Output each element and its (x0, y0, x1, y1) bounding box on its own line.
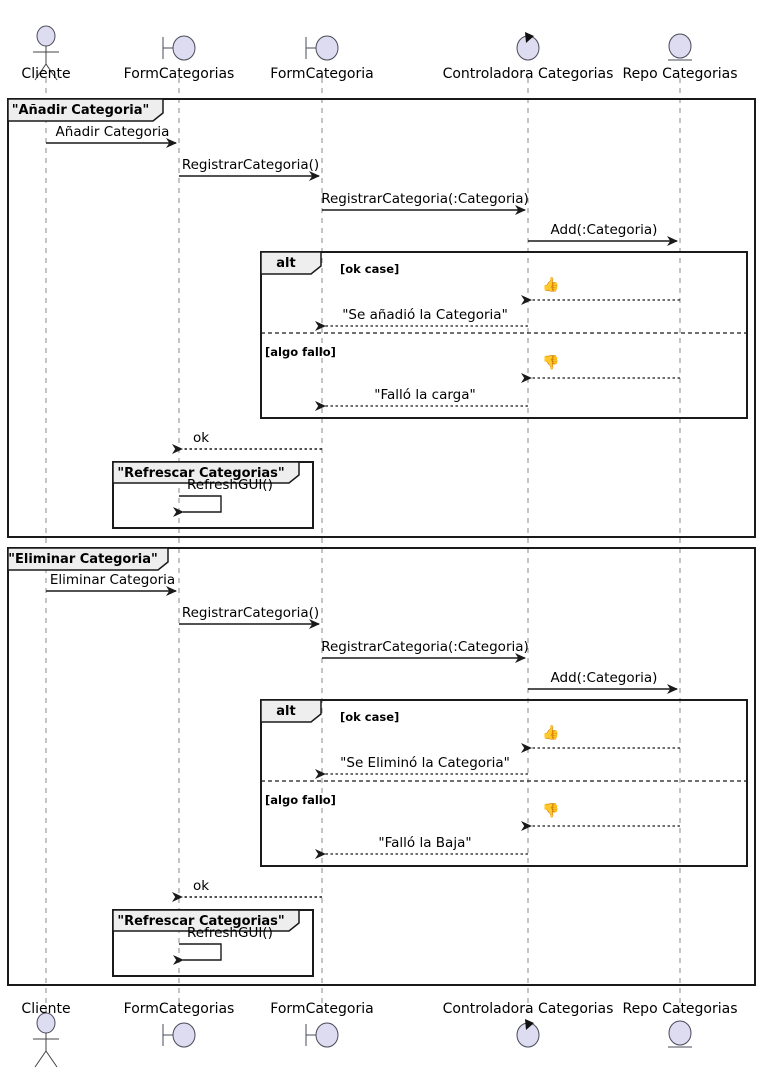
actor-head-icon (36, 25, 56, 47)
alt-eliminar-return-3-label: "Falló la Baja" (378, 835, 472, 851)
frag-anadir-message-0-label: Añadir Categoria (55, 124, 170, 140)
participant-footer-label-formcategoria: FormCategoria (270, 1001, 374, 1017)
alt-eliminar-title: alt (276, 704, 296, 719)
frag-eliminar-message-1-label: RegistrarCategoria() (181, 605, 320, 621)
participant-label-formcategoria: FormCategoria (270, 66, 374, 82)
actor-leg-left-line (34, 1050, 47, 1068)
frag-anadir-message-3-label: Add(:Categoria) (550, 222, 658, 238)
entity-icon-repo-foot (668, 1020, 692, 1048)
boundary-icon-formcategorias-foot (162, 1022, 196, 1048)
actor-leg-left-line (34, 63, 47, 81)
alt-eliminar-header-tab (260, 699, 322, 723)
control-icon-controladora-foot (516, 1019, 540, 1048)
boundary-circle-icon (315, 1022, 339, 1048)
frag-anadir-header-tab (7, 98, 164, 122)
frag-refrescar-2-self-line (173, 943, 222, 965)
participant-footer-label-controladora: Controladora Categorias (442, 1001, 614, 1017)
frag-refrescar-1-label: RefreshGUI() (187, 477, 273, 493)
participant-footer-label-formcategorias: FormCategorias (123, 1001, 235, 1017)
frag-eliminar-message-3-label: Add(:Categoria) (550, 670, 658, 686)
boundary-circle-icon (172, 1022, 196, 1048)
alt-anadir-guard-1: [algo fallo] (265, 345, 336, 359)
alt-anadir-return-1-label: "Se añadió la Categoria" (342, 307, 508, 323)
alt-eliminar-return-1-label: "Se Eliminó la Categoria" (340, 755, 510, 771)
alt-anadir-header-tab (260, 251, 322, 275)
frag-anadir-border (7, 98, 756, 538)
thumbs-down-icon: 👎 (542, 803, 560, 819)
frag-refrescar-2-header-tab (112, 909, 300, 932)
frag-refrescar-2-label: RefreshGUI() (187, 925, 273, 941)
frag-anadir-message-2-label: RegistrarCategoria(:Categoria) (321, 191, 529, 207)
frag-eliminar-message-0-label: Eliminar Categoria (49, 572, 176, 588)
frag-refrescar-2-title: "Refrescar Categorias" (117, 914, 285, 929)
actor-stick-figure-icon-cliente-head (33, 25, 59, 81)
actor-stick-figure-icon-cliente-foot (33, 1012, 59, 1068)
frag-refrescar-1-title: "Refrescar Categorias" (117, 466, 285, 481)
frag-refrescar-1-self-line (173, 495, 222, 517)
alt-eliminar-guard-1: [algo fallo] (265, 793, 336, 807)
thumbs-up-icon: 👍 (542, 277, 560, 293)
frag-eliminar-message-4-label: ok (193, 878, 210, 894)
entity-icon-repo-head (668, 33, 692, 61)
boundary-circle-icon (172, 35, 196, 61)
frag-eliminar-message-2-label: RegistrarCategoria(:Categoria) (321, 639, 529, 655)
alt-eliminar-guard-0: [ok case] (340, 710, 400, 724)
frag-anadir-title: "Añadir Categoria" (11, 103, 150, 118)
entity-circle-icon (668, 33, 692, 59)
frag-refrescar-1-header-tab (112, 461, 300, 484)
actor-leg-right-line (45, 1050, 58, 1068)
thumbs-down-icon: 👎 (542, 355, 560, 371)
entity-circle-icon (668, 1020, 692, 1046)
actor-leg-right-line (45, 63, 58, 81)
alt-anadir-border (260, 251, 748, 419)
frag-eliminar-title: "Eliminar Categoria" (8, 552, 158, 567)
boundary-icon-formcategoria-head (305, 35, 339, 61)
control-icon-controladora-head (516, 32, 540, 61)
thumbs-up-icon: 👍 (542, 725, 560, 741)
boundary-icon-formcategoria-foot (305, 1022, 339, 1048)
alt-eliminar-border (260, 699, 748, 867)
participant-label-controladora: Controladora Categorias (442, 66, 614, 82)
participant-label-cliente: Cliente (21, 66, 71, 82)
alt-anadir-return-3-label: "Falló la carga" (374, 387, 476, 403)
participant-footer-label-cliente: Cliente (21, 1001, 71, 1017)
frag-anadir-message-4-label: ok (193, 430, 210, 446)
participant-label-formcategorias: FormCategorias (123, 66, 235, 82)
alt-anadir-title: alt (276, 256, 296, 271)
frag-eliminar-header-tab (7, 547, 169, 571)
participant-label-repo: Repo Categorias (622, 66, 738, 82)
control-arrow-icon (525, 1019, 534, 1030)
control-arrow-icon (525, 32, 534, 43)
alt-anadir-guard-0: [ok case] (340, 262, 400, 276)
frag-anadir-message-1-label: RegistrarCategoria() (181, 157, 320, 173)
frag-eliminar-border (7, 547, 756, 986)
boundary-circle-icon (315, 35, 339, 61)
boundary-icon-formcategorias-head (162, 35, 196, 61)
participant-footer-label-repo: Repo Categorias (622, 1001, 738, 1017)
